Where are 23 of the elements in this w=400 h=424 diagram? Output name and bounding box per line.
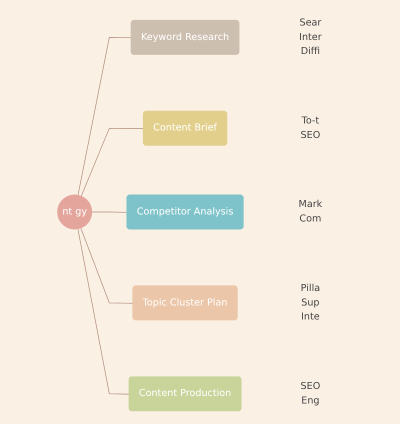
node-label: Sear — [299, 17, 322, 28]
node-label: Sup — [301, 297, 320, 308]
connector — [78, 228, 130, 394]
node-box: Competitor Analysis — [126, 194, 244, 230]
node-box: Content Production — [128, 376, 242, 412]
node-label: SEO — [300, 380, 320, 392]
node-label: To-t — [302, 115, 320, 126]
connector — [78, 37, 132, 196]
node-circle: nt gy — [57, 194, 92, 230]
node-label: Mark — [298, 198, 322, 210]
node-label: Inter — [299, 32, 322, 43]
node-label: SEO — [300, 130, 320, 141]
node-label: Com — [299, 213, 322, 224]
node-box: Content Brief — [142, 110, 228, 146]
node-label: Eng — [301, 395, 320, 406]
connector — [92, 212, 128, 213]
node-label: Inte — [301, 311, 320, 322]
connector — [81, 128, 144, 196]
node-label: Pilla — [300, 282, 320, 294]
node-box: Keyword Research — [130, 20, 240, 55]
connector — [80, 228, 134, 304]
node-label: Diffi — [300, 46, 320, 57]
node-box: Topic Cluster Plan — [132, 285, 238, 320]
